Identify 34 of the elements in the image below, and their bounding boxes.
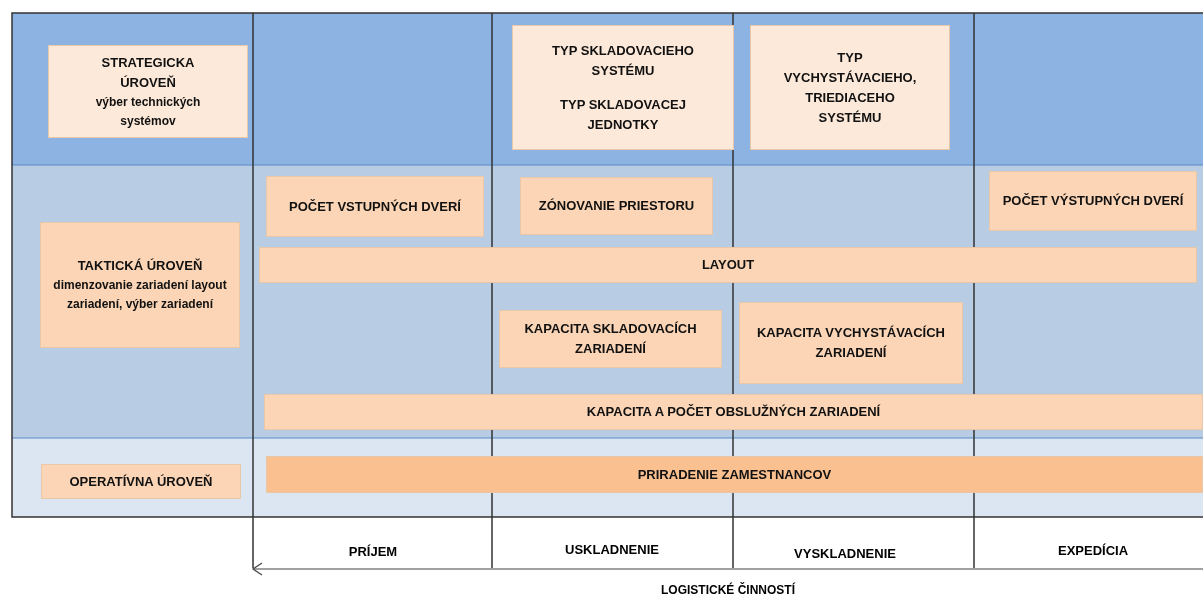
activity-label: VYSKLADNENIE bbox=[794, 546, 896, 561]
level-description: výber technických systémov bbox=[94, 93, 202, 130]
box-text: KAPACITA VYCHYSTÁVACÍCH ZARIADENÍ bbox=[756, 324, 946, 362]
task-box bbox=[266, 456, 1203, 493]
task-box bbox=[750, 25, 950, 150]
box-text: TAKTICKÁ ÚROVEŇ bbox=[77, 257, 203, 275]
level-description: dimenzovanie zariadení layout zariadení, výber zariadení bbox=[52, 277, 228, 313]
level-box bbox=[40, 222, 240, 348]
box-text: OPERATÍVNA ÚROVEŇ bbox=[69, 472, 213, 491]
box-text: TYP SKLADOVACEJ JEDNOTKY bbox=[559, 95, 687, 134]
task-box bbox=[266, 176, 484, 237]
task-box bbox=[739, 302, 963, 384]
activity-label: PRÍJEM bbox=[348, 544, 398, 559]
box-text: STRATEGICKA ÚROVEŇ bbox=[100, 53, 196, 92]
task-box bbox=[989, 171, 1197, 231]
box-text: PRIRADENIE ZAMESTNANCOV bbox=[637, 465, 832, 484]
activity-label: EXPEDÍCIA bbox=[1057, 543, 1129, 558]
level-box bbox=[48, 45, 248, 138]
task-box bbox=[520, 177, 713, 235]
box-text: TYP SKLADOVACIEHO SYSTÉMU bbox=[551, 41, 695, 80]
box-text: LAYOUT bbox=[701, 256, 755, 274]
task-box bbox=[499, 310, 722, 368]
box-text: TYP VYCHYSTÁVACIEHO, TRIEDIACEHO SYSTÉMU bbox=[782, 48, 918, 127]
axis-title: LOGISTICKÉ ČINNOSTÍ bbox=[661, 583, 795, 597]
box-text: ZÓNOVANIE PRIESTORU bbox=[538, 197, 695, 215]
level-box bbox=[41, 464, 241, 499]
box-text: POČET VÝSTUPNÝCH DVERÍ bbox=[1002, 192, 1184, 210]
activity-label: USKLADNENIE bbox=[565, 542, 659, 557]
box-text: KAPACITA A POČET OBSLUŽNÝCH ZARIADENÍ bbox=[586, 403, 881, 421]
task-box bbox=[264, 394, 1203, 430]
task-box bbox=[259, 247, 1197, 283]
task-box bbox=[512, 25, 734, 150]
box-text: KAPACITA SKLADOVACÍCH ZARIADENÍ bbox=[523, 320, 698, 358]
box-text: POČET VSTUPNÝCH DVERÍ bbox=[289, 197, 461, 216]
